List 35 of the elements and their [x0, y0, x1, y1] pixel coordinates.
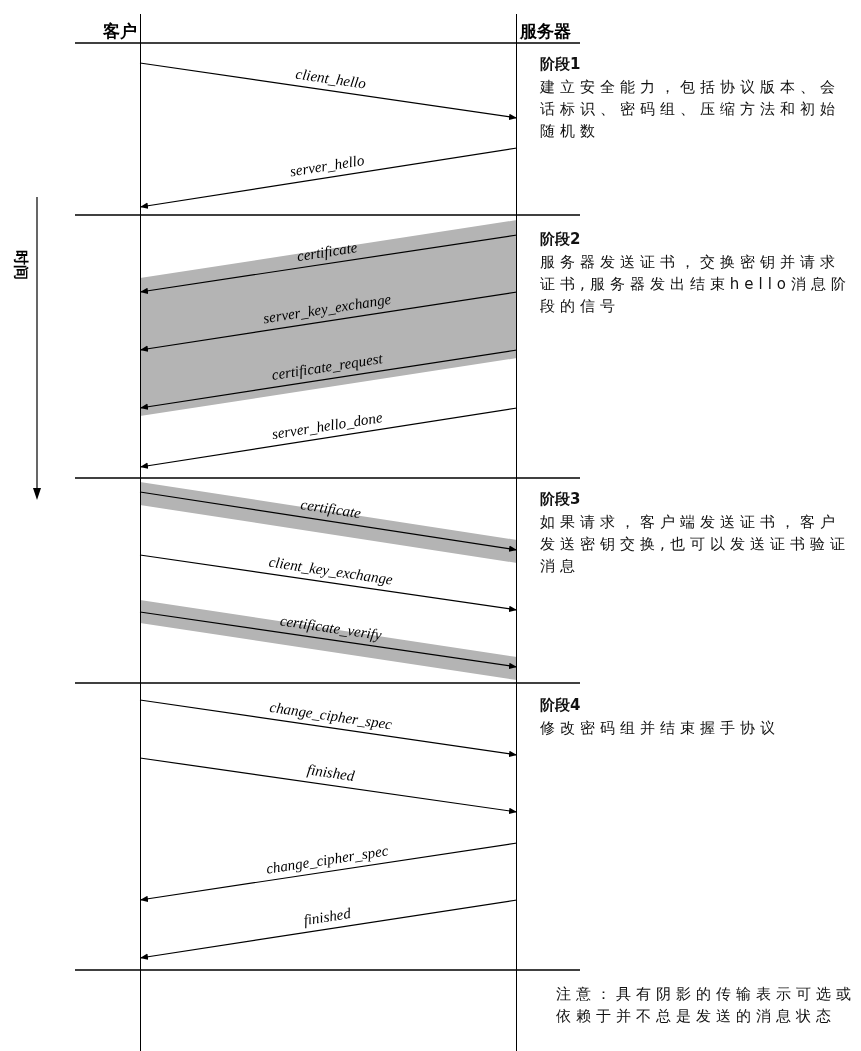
note: 注意：具有阴影的传输表示可选或依赖于并不总是发送的消息状态: [556, 984, 856, 1027]
phase-description: 建立安全能力，包括协议版本、会话标识、密码组、压缩方法和初始随机数: [540, 77, 841, 142]
edge-label: certificate_verify: [278, 611, 383, 644]
phase-heading: 阶段2: [540, 230, 581, 249]
participant-label: 客户: [103, 20, 137, 43]
lifeline: [100, 14, 141, 1051]
edge-label: server_hello: [288, 151, 365, 180]
arrow: [139, 291, 518, 352]
edge-label: server_hello_done: [270, 408, 384, 443]
participant-label: 服务器: [520, 20, 571, 43]
edge-label: certificate_request: [270, 350, 384, 385]
edge-label: finished: [301, 905, 352, 930]
arrow: [139, 699, 518, 757]
phase-heading: 阶段1: [540, 55, 581, 74]
edge-label: client_hello: [293, 65, 367, 93]
arrow: [139, 62, 518, 120]
arrow: [139, 147, 518, 209]
arrow: [139, 349, 518, 410]
arrow: [139, 899, 518, 960]
arrow: [139, 611, 518, 669]
arrow: [139, 407, 518, 469]
axis-label: 时间: [11, 250, 30, 280]
arrow: [139, 757, 518, 815]
arrow: [139, 842, 518, 902]
phase-heading: 阶段3: [540, 490, 581, 509]
arrow: [139, 554, 518, 612]
arrow: [139, 234, 518, 294]
edge-label: certificate: [299, 496, 362, 523]
phase-description: 服务器发送证书，交换密钥并请求证书,服务器发出结束hello消息阶段的信号: [540, 252, 852, 317]
phase-description: 修改密码组并结束握手协议: [540, 718, 781, 739]
edge-label: finished: [305, 761, 355, 785]
arrow: [139, 491, 518, 552]
edge-label: certificate: [295, 238, 359, 265]
phase-description: 如果请求，客户端发送证书，客户发送密钥交换,也可以发送证书验证消息: [540, 512, 851, 577]
phase-heading: 阶段4: [540, 696, 581, 715]
